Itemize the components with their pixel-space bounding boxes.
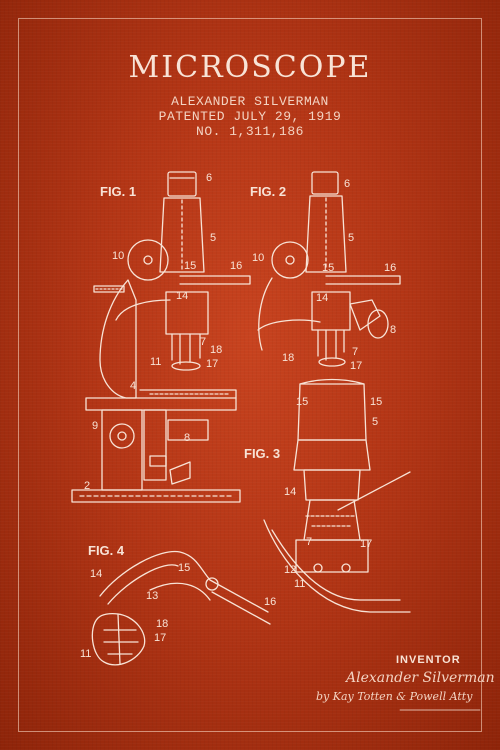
inventor-label: INVENTOR — [396, 654, 461, 666]
callout-16-fig2: 16 — [384, 262, 397, 274]
callout-5-fig1: 5 — [210, 232, 217, 244]
callout-6-fig1: 6 — [206, 172, 213, 184]
callout-11-fig4: 11 — [80, 648, 92, 660]
callout-8-fig2: 8 — [390, 324, 397, 336]
callout-10-fig2: 10 — [252, 252, 265, 264]
fig-2-drawing — [257, 171, 401, 367]
callout-6-fig2: 6 — [344, 178, 351, 190]
callout-9-fig1: 9 — [92, 420, 99, 432]
callout-15-fig4: 15 — [178, 562, 191, 574]
callout-10-fig1: 10 — [112, 250, 125, 262]
callout-14-fig4: 14 — [90, 568, 103, 580]
callout-2-fig1: 2 — [84, 480, 91, 492]
fig-4-drawing — [91, 550, 271, 666]
callout-14-fig3: 14 — [284, 486, 297, 498]
callout-7-fig3: 7 — [306, 536, 313, 548]
fig-4-label: FIG. 4 — [88, 543, 125, 558]
callout-12-fig3: 12 — [284, 564, 297, 576]
callout-17-fig2: 17 — [350, 360, 363, 372]
callout-16-fig1: 16 — [230, 260, 243, 272]
callout-17-fig4: 17 — [154, 632, 167, 644]
callout-18-fig2: 18 — [282, 352, 295, 364]
callout-17-fig1: 17 — [206, 358, 219, 370]
callout-14-fig2: 14 — [316, 292, 329, 304]
callout-5-fig3: 5 — [372, 416, 379, 428]
callout-15-fig2: 15 — [322, 262, 335, 274]
patent-date: PATENTED JULY 29, 1919 — [158, 109, 342, 124]
callout-5-fig2: 5 — [348, 232, 355, 244]
fig-1-drawing — [71, 171, 251, 503]
patent-number: NO. 1,311,186 — [196, 124, 304, 139]
poster-border — [18, 18, 482, 732]
callout-13-fig4: 13 — [146, 590, 159, 602]
callout-11-fig3: 11 — [294, 578, 306, 590]
inventor-signature: Alexander Silverman — [346, 670, 495, 686]
fig-2-label: FIG. 2 — [250, 184, 287, 199]
callout-17-fig3: 17 — [360, 538, 373, 550]
callout-15-fig1: 15 — [184, 260, 197, 272]
callout-14-fig1: 14 — [176, 290, 189, 302]
fig-1-label: FIG. 1 — [100, 184, 137, 199]
callout-16-fig4: 16 — [264, 596, 277, 608]
callout-7-fig1: 7 — [200, 336, 207, 348]
poster-title: MICROSCOPE — [128, 50, 372, 85]
callout-18-fig1: 18 — [210, 344, 223, 356]
callout-11-fig1: 11 — [150, 356, 162, 368]
callout-15-fig3: 15 — [296, 396, 309, 408]
fig-3-drawing — [263, 378, 411, 613]
callout-4-fig1: 4 — [130, 380, 137, 392]
callout-18-fig4: 18 — [156, 618, 169, 630]
attorney-signature: by Kay Totten & Powell Atty — [316, 690, 473, 703]
callout-7-fig2: 7 — [352, 346, 359, 358]
inventor-name: ALEXANDER SILVERMAN — [171, 94, 329, 109]
fig-3-label: FIG. 3 — [244, 446, 281, 461]
callout-8-fig1: 8 — [184, 432, 191, 444]
callout-15b-fig3: 15 — [370, 396, 383, 408]
